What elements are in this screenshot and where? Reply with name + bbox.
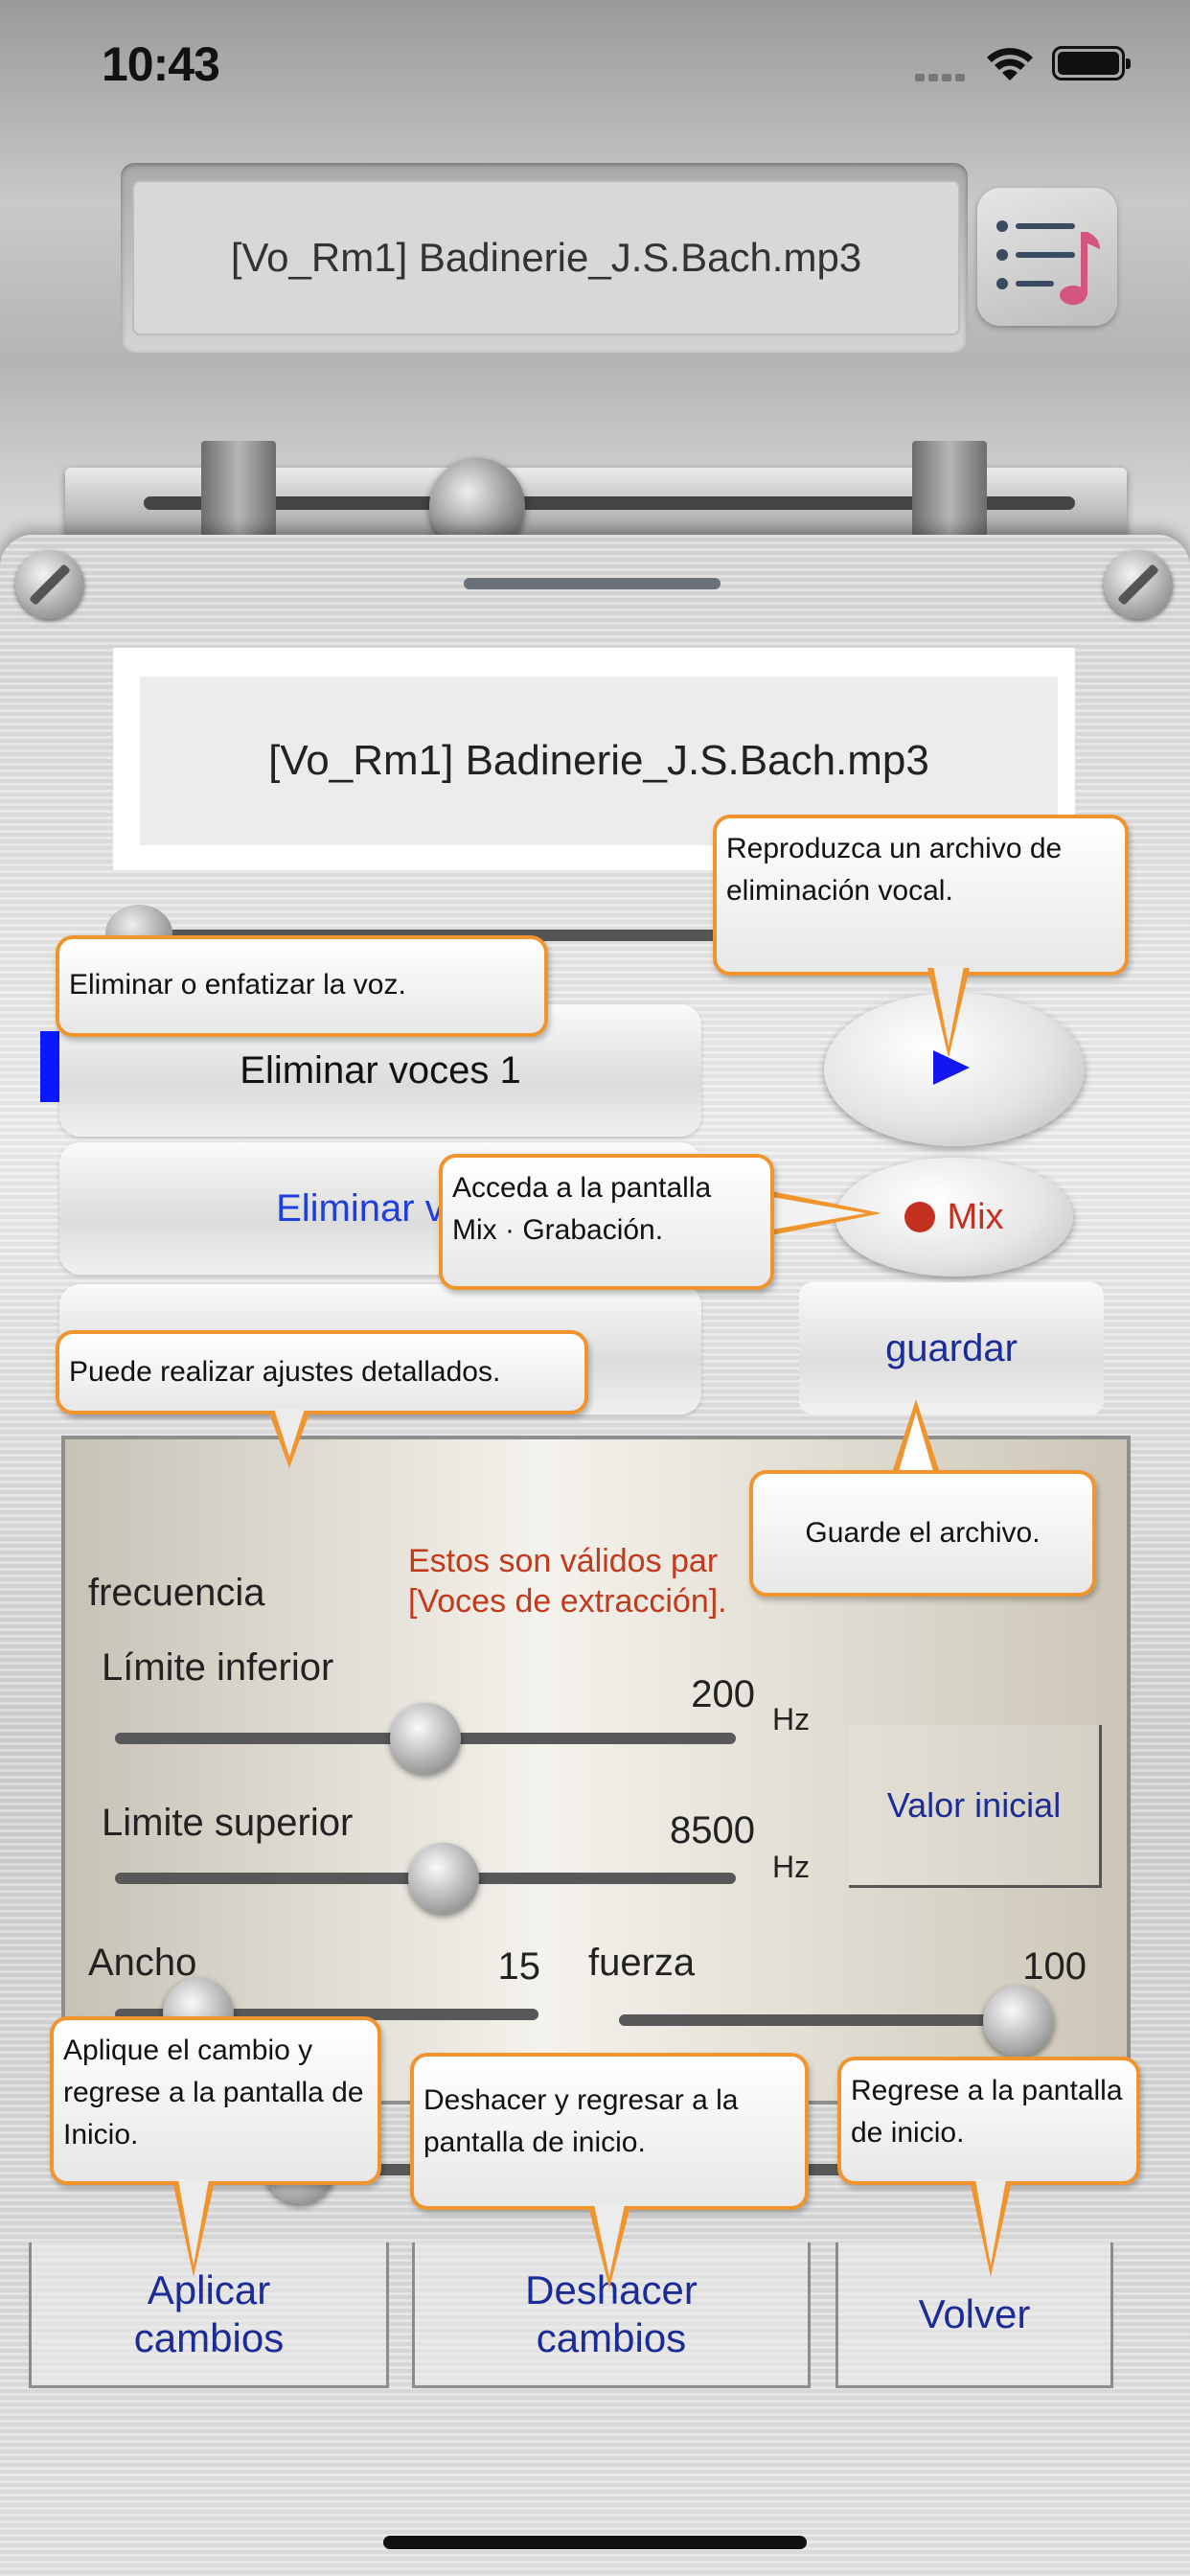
battery-icon [1052,46,1131,80]
callout-play-tail-inner [933,966,964,1046]
initial-value-button[interactable]: Valor inicial [849,1725,1102,1888]
callout-undo-tail-inner [594,2204,625,2277]
sheet-grabber[interactable] [464,578,721,589]
callout-mix-tail-inner [767,1196,866,1230]
screw-icon [1104,550,1173,619]
top-file-name[interactable]: [Vo_Rm1] Badinerie_J.S.Bach.mp3 [132,180,960,335]
lower-limit-value: 200 [691,1673,755,1715]
strength-label: fuerza [588,1942,696,1984]
validity-note-line2: [Voces de extracción]. [408,1583,727,1620]
home-indicator [383,2536,807,2549]
callout-apply: Aplique el cambio y regrese a la pantall… [50,2016,381,2185]
upper-limit-unit: Hz [772,1850,811,1884]
slider-post-right [912,441,987,537]
callout-adjust-tail-inner [274,1409,305,1457]
callout-adjust: Puede realizar ajustes detallados. [56,1330,588,1414]
playlist-button[interactable] [977,188,1117,326]
status-time: 10:43 [102,37,220,91]
strength-thumb[interactable] [983,1986,1054,2057]
callout-back-tail-inner [975,2179,1006,2266]
callout-save: Guarde el archivo. [749,1470,1096,1597]
callout-save-tail-inner [897,1413,935,1478]
callout-apply-tail-inner [178,2179,209,2266]
callout-back: Regrese a la pantalla de inicio. [837,2057,1140,2185]
screw-icon [15,550,84,619]
upper-limit-thumb[interactable] [408,1843,480,1914]
lower-limit-thumb[interactable] [390,1703,461,1774]
lower-limit-unit: Hz [772,1702,811,1736]
wifi-icon [987,48,1033,80]
lower-limit-label: Límite inferior [102,1646,334,1689]
apply-line2: cambios [133,2314,285,2360]
playlist-icon [996,220,1100,305]
record-dot-icon [904,1202,936,1232]
position-slider-groove [144,496,1075,510]
width-value: 15 [497,1945,541,1988]
save-button[interactable]: guardar [799,1282,1104,1414]
callout-play: Reproduzca un archivo de eliminación voc… [713,815,1129,976]
validity-note: Estos son válidos par [Voces de extracci… [408,1541,727,1622]
signal-icon [915,69,969,86]
upper-limit-label: Limite superior [102,1802,354,1844]
upper-limit-value: 8500 [670,1809,755,1852]
strength-value: 100 [1022,1945,1087,1988]
callout-voice: Eliminar o enfatizar la voz. [56,935,548,1037]
callout-mix: Acceda a la pantalla Mix · Grabación. [439,1154,774,1290]
validity-note-line1: Estos son válidos par [408,1543,719,1579]
mix-label: Mix [947,1196,1004,1237]
width-label: Ancho [88,1942,197,1984]
undo-line2: cambios [536,2314,687,2360]
frequency-label: frecuencia [88,1572,265,1614]
callout-undo: Deshacer y regresar a la pantalla de ini… [410,2053,809,2210]
slider-post-left [201,441,276,537]
strength-slider[interactable] [619,2014,1025,2026]
